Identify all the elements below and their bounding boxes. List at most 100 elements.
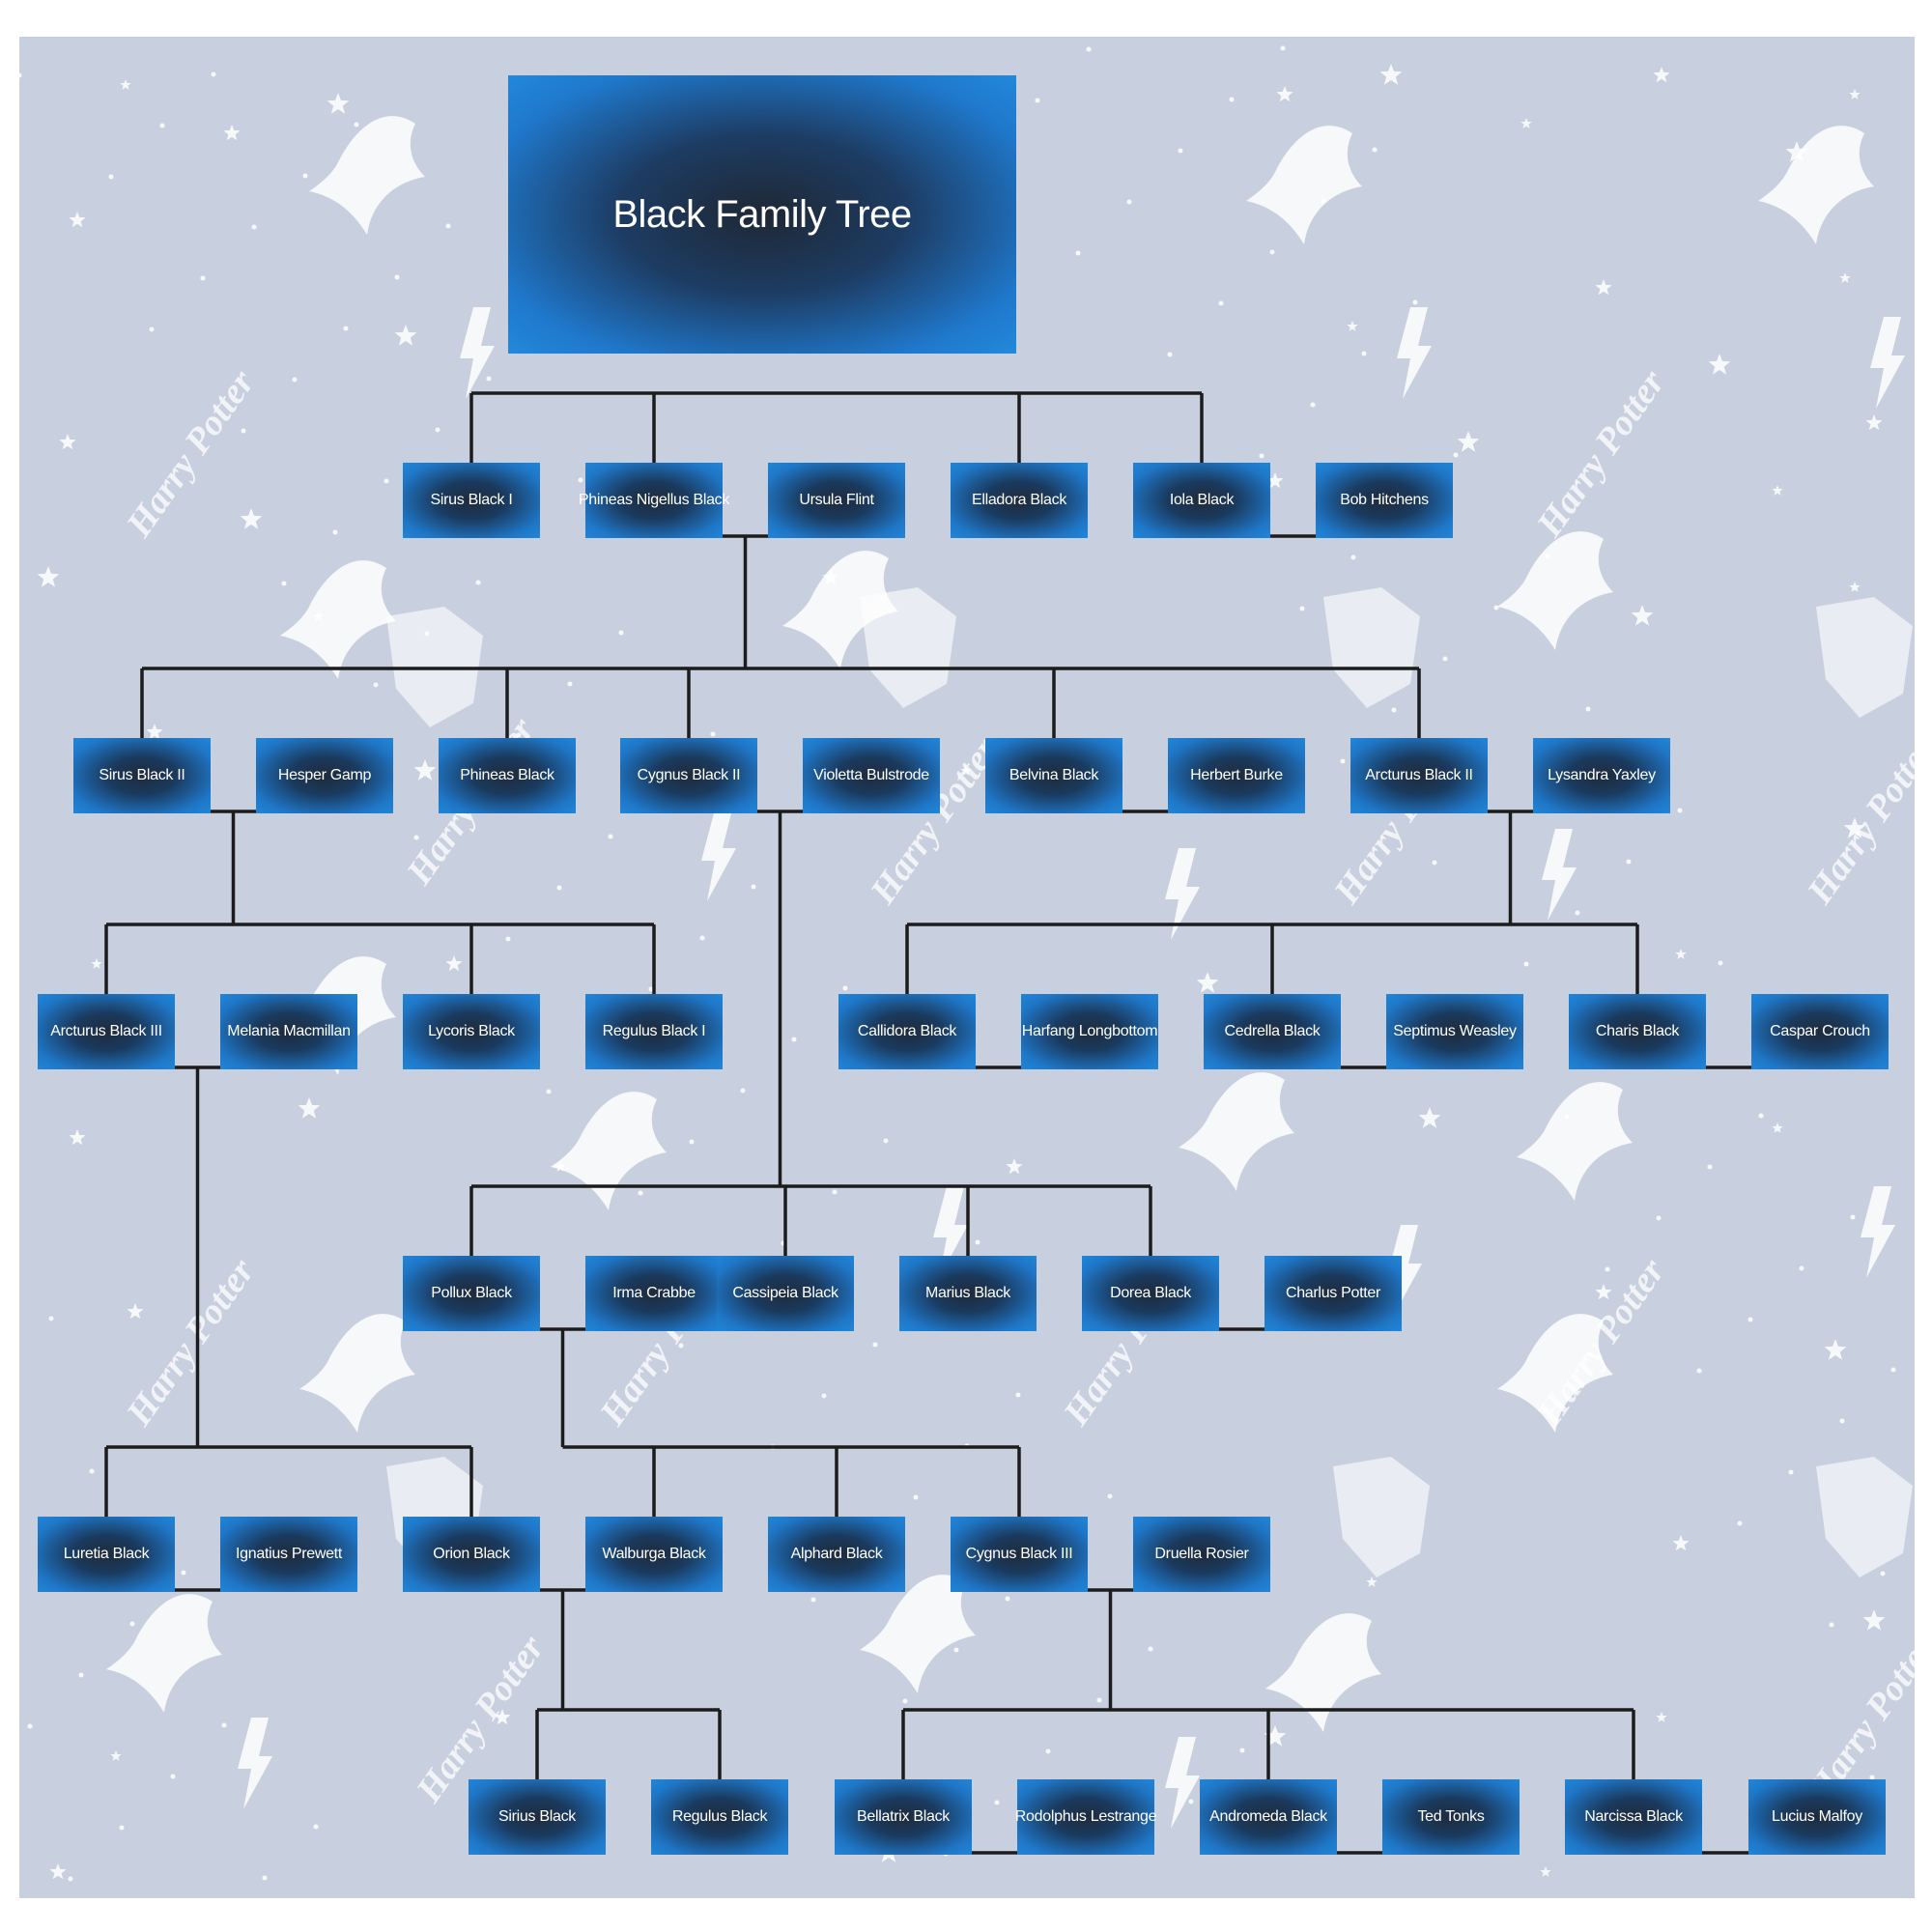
sparkle-dot-icon (832, 1189, 838, 1195)
star-icon (240, 508, 263, 529)
star-icon (1656, 1712, 1667, 1722)
node-andromeda-black: Andromeda Black (1200, 1779, 1337, 1855)
node-belvina-black: Belvina Black (985, 738, 1122, 813)
node-orion-black: Orion Black (403, 1517, 540, 1592)
lightning-bolt-icon (1387, 1225, 1422, 1317)
sparkle-dot-icon (1788, 1469, 1794, 1475)
sparkle-dot-icon (211, 71, 216, 77)
hogwarts-crest-icon (1333, 1457, 1430, 1577)
sparkle-dot-icon (1086, 46, 1092, 52)
owl-silhouette-icon (782, 551, 898, 669)
star-icon (223, 125, 241, 141)
sparkle-dot-icon (1280, 45, 1286, 51)
star-icon (960, 765, 972, 776)
node-irma-crabbe: Irma Crabbe (585, 1256, 723, 1331)
node-sirius-black-i: Sirus Black I (403, 463, 540, 538)
sparkle-dot-icon (1677, 808, 1683, 813)
sparkle-dot-icon (678, 1343, 684, 1349)
owl-silhouette-icon (551, 1092, 667, 1210)
owl-silhouette-icon (106, 1594, 222, 1713)
sparkle-dot-icon (313, 1824, 319, 1830)
sparkle-dot-icon (1626, 859, 1632, 865)
sparkle-dot-icon (994, 1800, 1000, 1805)
star-icon (298, 1097, 321, 1119)
node-elladora-black: Elladora Black (951, 463, 1088, 538)
sparkle-dot-icon (872, 1342, 878, 1348)
sparkle-dot-icon (1045, 1748, 1051, 1754)
sparkle-dot-icon (181, 1570, 186, 1576)
sparkle-dot-icon (89, 1468, 95, 1474)
node-lycoris-black: Lycoris Black (403, 994, 540, 1069)
sparkle-dot-icon (1718, 960, 1723, 966)
sparkle-dot-icon (1412, 299, 1418, 305)
star-icon (1366, 1577, 1378, 1587)
sparkle-dot-icon (262, 1875, 268, 1881)
owl-silhouette-icon (1246, 126, 1362, 244)
star-icon (127, 1303, 144, 1320)
sparkle-dot-icon (251, 224, 257, 230)
star-icon (1865, 414, 1883, 431)
sparkle-dot-icon (608, 834, 613, 839)
star-icon (110, 1750, 122, 1761)
star-icon (1843, 817, 1866, 838)
sparkle-dot-icon (302, 173, 308, 179)
sparkle-dot-icon (810, 1597, 816, 1603)
sparkle-dot-icon (1656, 1215, 1662, 1221)
sparkle-dot-icon (578, 477, 583, 483)
sparkle-dot-icon (48, 1316, 54, 1321)
sparkle-dot-icon (1035, 98, 1040, 103)
node-lysandra-yaxley: Lysandra Yaxley (1533, 738, 1670, 813)
sparkle-dot-icon (394, 274, 400, 280)
sparkle-dot-icon (1015, 1392, 1021, 1398)
star-icon (1849, 582, 1861, 592)
sparkle-dot-icon (1880, 1571, 1886, 1577)
node-walburga-black: Walburga Black (585, 1517, 723, 1592)
sparkle-dot-icon (1605, 1266, 1610, 1272)
node-hesper-gamp: Hesper Gamp (256, 738, 393, 813)
node-pollux-black: Pollux Black (403, 1256, 540, 1331)
star-icon (1862, 1609, 1886, 1631)
sparkle-dot-icon (384, 478, 389, 484)
sparkle-dot-icon (1575, 910, 1580, 916)
node-iola-black: Iola Black (1133, 463, 1270, 538)
node-harfang-longbottom: Harfang Longbottom (1021, 994, 1158, 1069)
node-druella-rosier: Druella Rosier (1133, 1517, 1270, 1592)
star-icon (1824, 1339, 1847, 1360)
sparkle-dot-icon (516, 732, 522, 738)
sparkle-dot-icon (1696, 1368, 1702, 1374)
node-phineas-black: Phineas Black (439, 738, 576, 813)
sparkle-dot-icon (1229, 97, 1235, 102)
sparkle-dot-icon (1178, 148, 1183, 154)
sparkle-dot-icon (108, 174, 114, 180)
star-icon (1708, 354, 1731, 375)
node-marius-black: Marius Black (899, 1256, 1037, 1331)
node-septimus-weasley: Septimus Weasley (1386, 994, 1523, 1069)
node-dorea-black: Dorea Black (1082, 1256, 1219, 1331)
sparkle-dot-icon (1299, 606, 1305, 611)
sparkle-dot-icon (505, 936, 511, 942)
lightning-bolt-icon (1397, 307, 1432, 399)
owl-silhouette-icon (280, 560, 396, 679)
owl-silhouette-icon (299, 1314, 415, 1433)
sparkle-dot-icon (445, 223, 451, 229)
sparkle-dot-icon (1747, 1317, 1753, 1322)
lightning-bolt-icon (1870, 317, 1905, 409)
hogwarts-crest-icon (860, 587, 956, 708)
sparkle-dot-icon (556, 885, 562, 891)
star-icon (413, 759, 437, 781)
star-icon (37, 566, 60, 587)
star-icon (1347, 321, 1358, 331)
star-icon (1772, 1122, 1783, 1133)
node-arcturus-black-iii: Arcturus Black III (38, 994, 175, 1069)
node-cassiopeia-black: Cassipeia Black (717, 1256, 854, 1331)
node-charis-black: Charis Black (1569, 994, 1706, 1069)
sparkle-dot-icon (1269, 249, 1275, 255)
node-herbert-burke: Herbert Burke (1168, 738, 1305, 813)
sparkle-dot-icon (292, 377, 298, 383)
star-icon (1540, 1866, 1551, 1877)
sparkle-dot-icon (221, 1722, 227, 1728)
sparkle-dot-icon (1310, 402, 1316, 408)
hogwarts-crest-icon (1816, 1457, 1913, 1577)
sparkle-dot-icon (435, 427, 440, 433)
node-narcissa-black: Narcissa Black (1565, 1779, 1702, 1855)
